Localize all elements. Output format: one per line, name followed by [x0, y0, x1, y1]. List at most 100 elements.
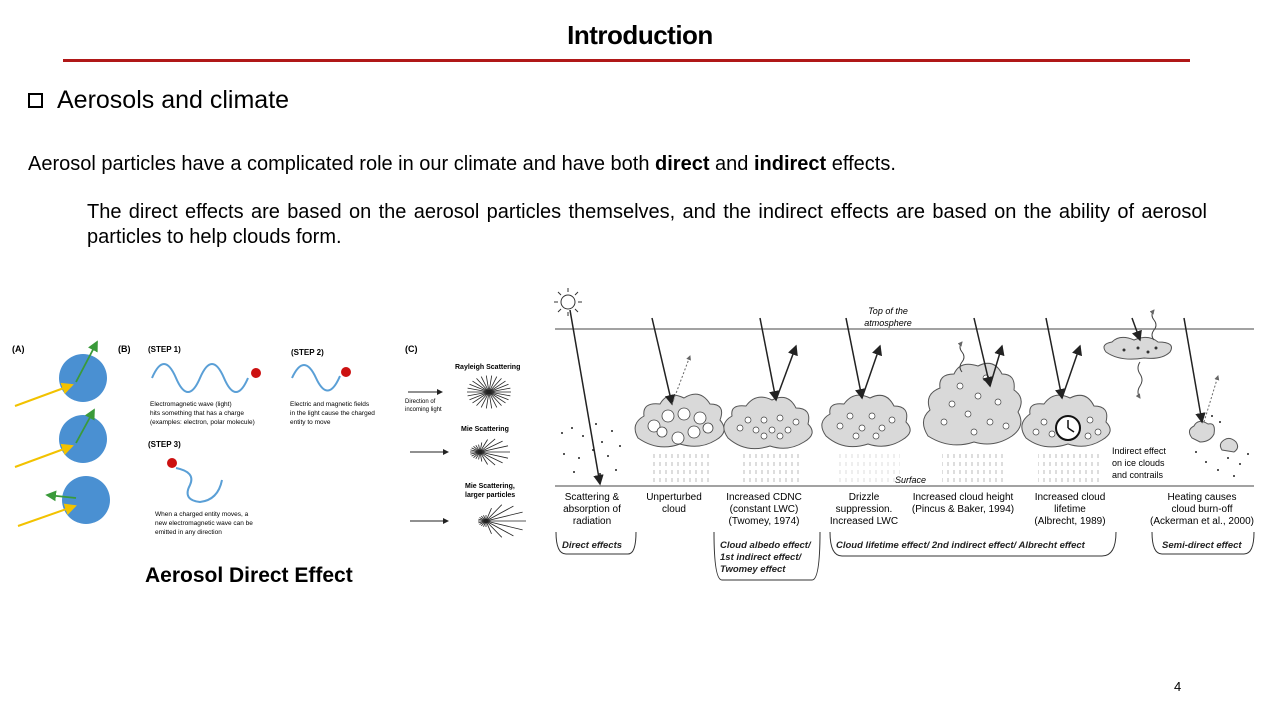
- panel-a-particles: [14, 340, 110, 527]
- scatter-ray: [476, 391, 490, 406]
- scatter-ray: [488, 391, 509, 401]
- step2-line-3: entity to move: [290, 419, 331, 426]
- slide-title: Introduction: [567, 20, 713, 50]
- burnoff-cloud: [1188, 415, 1249, 477]
- longwave-emission-ice: [1149, 309, 1157, 341]
- scatter-ray: [467, 387, 490, 393]
- category-brackets: [555, 531, 1255, 581]
- scatter-ray: [485, 391, 490, 409]
- scattering-label-2: absorption of: [563, 504, 621, 515]
- scatter-ray: [476, 378, 490, 393]
- scatter-ray: [485, 520, 514, 537]
- scatter-ray: [488, 391, 498, 408]
- step3-title: (STEP 3): [148, 440, 181, 449]
- scatter-ray: [485, 520, 523, 531]
- cdnc-label-3: (Twomey, 1974): [729, 516, 800, 527]
- scatter-ray: [480, 376, 490, 393]
- scatter-ray: [479, 439, 488, 453]
- step1-wave: [151, 363, 249, 393]
- step3-wave: [175, 467, 223, 504]
- tall-cloud: [923, 362, 1022, 486]
- solar-ray-unperturbed: [651, 317, 676, 406]
- lifetime-label-2: lifetime: [1054, 504, 1086, 515]
- bullet-heading-row: Aerosols and climate: [28, 86, 289, 115]
- unperturbed-label-2: cloud: [662, 504, 686, 515]
- ice-label-3: and contrails: [1112, 470, 1164, 480]
- scatter-ray: [488, 391, 502, 406]
- scatter-particle: [484, 519, 488, 523]
- solar-ray-heating: [1183, 317, 1206, 424]
- lifetime-cloud: [1021, 394, 1111, 486]
- cdnc-cloud: [723, 396, 813, 486]
- step2-wave: [291, 364, 341, 392]
- intro-text-end: effects.: [826, 153, 896, 175]
- incoming-label-1: Direction of: [405, 399, 436, 405]
- checkbox-bullet-icon: [28, 93, 43, 108]
- bullet-heading: Aerosols and climate: [57, 86, 290, 114]
- mie-large-label-2: larger particles: [465, 492, 515, 499]
- unperturbed-label-1: Unperturbed: [646, 492, 702, 503]
- scattered-ray-1: [75, 340, 98, 383]
- semi-bracket: [1151, 531, 1255, 555]
- cdnc-label-1: Increased CDNC: [726, 492, 802, 503]
- scattered-ray-3: [45, 490, 77, 502]
- scatter-ray: [485, 508, 492, 522]
- scatter-ray: [479, 451, 488, 465]
- scattered-ray-2: [75, 408, 95, 444]
- solar-ray-ice: [1131, 317, 1142, 342]
- drizzle-cloud: [821, 394, 911, 486]
- particle-2: [59, 415, 107, 463]
- step2-line-1: Electric and magnetic fields: [290, 401, 370, 408]
- albedo-category-3: Twomey effect: [720, 564, 786, 575]
- reflected-ray-cdnc: [775, 344, 798, 401]
- scattering-label-3: radiation: [573, 516, 611, 527]
- albedo-category-1: Cloud albedo effect/: [720, 540, 812, 551]
- rayleigh-label: Rayleigh Scattering: [455, 364, 520, 371]
- scatter-ray: [472, 391, 490, 404]
- heating-label-3: (Ackerman et al., 2000): [1150, 516, 1254, 527]
- scatter-particle: [487, 390, 491, 394]
- albedo-bracket: [713, 531, 821, 581]
- page-number: 4: [1174, 679, 1182, 694]
- step1-charge-icon: [251, 368, 261, 378]
- reflected-ray-lifetime: [1061, 344, 1083, 399]
- step3-line-3: emitted in any direction: [155, 529, 222, 536]
- detail-paragraph: The direct effects are based on the aero…: [87, 201, 1207, 249]
- intro-direct-word: direct: [655, 153, 710, 175]
- scatter-ray: [488, 387, 511, 393]
- column-labels: Scattering & absorption of radiation Unp…: [563, 492, 1254, 527]
- scatter-ray: [488, 375, 493, 393]
- solar-ray-cdnc: [759, 317, 780, 402]
- step1-line-2: hits something that has a charge: [150, 410, 244, 417]
- albedo-category-2: 1st indirect effect/: [720, 552, 802, 563]
- solar-ray-height: [973, 317, 994, 388]
- sun-icon: [554, 288, 582, 316]
- scatter-ray: [485, 375, 490, 393]
- semi-category: Semi-direct effect: [1162, 540, 1242, 551]
- direct-effect-caption: Aerosol Direct Effect: [145, 564, 353, 587]
- scatter-ray: [488, 380, 506, 393]
- height-label-2: (Pincus & Baker, 1994): [912, 504, 1014, 515]
- mie-label: Mie Scattering: [461, 426, 509, 433]
- scatter-ray: [485, 511, 523, 522]
- scatter-ray: [479, 438, 496, 453]
- step2-line-2: in the light cause the charged: [290, 410, 375, 417]
- drizzle-label-3: Increased LWC: [830, 516, 898, 527]
- intro-text-middle: and: [709, 153, 754, 175]
- scatter-ray: [479, 451, 503, 464]
- title-underline: [63, 59, 1190, 62]
- lifetime-label-3: (Albrecht, 1989): [1034, 516, 1105, 527]
- intro-paragraph: Aerosol particles have a complicated rol…: [28, 153, 896, 176]
- scatter-ray: [479, 445, 509, 453]
- scatter-ray: [488, 376, 498, 393]
- toa-label-2: atmosphere: [864, 318, 912, 328]
- step1-title: (STEP 1): [148, 345, 181, 354]
- surface-label: Surface: [895, 475, 926, 485]
- scatter-ray: [472, 380, 490, 393]
- particle-1: [59, 354, 107, 402]
- scatter-ray: [485, 504, 503, 522]
- direct-category: Direct effects: [562, 540, 622, 551]
- drizzle-label-2: suppression.: [836, 504, 893, 515]
- mie-large-scatter-burst: [478, 504, 526, 538]
- reflected-ray-height: [989, 344, 1005, 387]
